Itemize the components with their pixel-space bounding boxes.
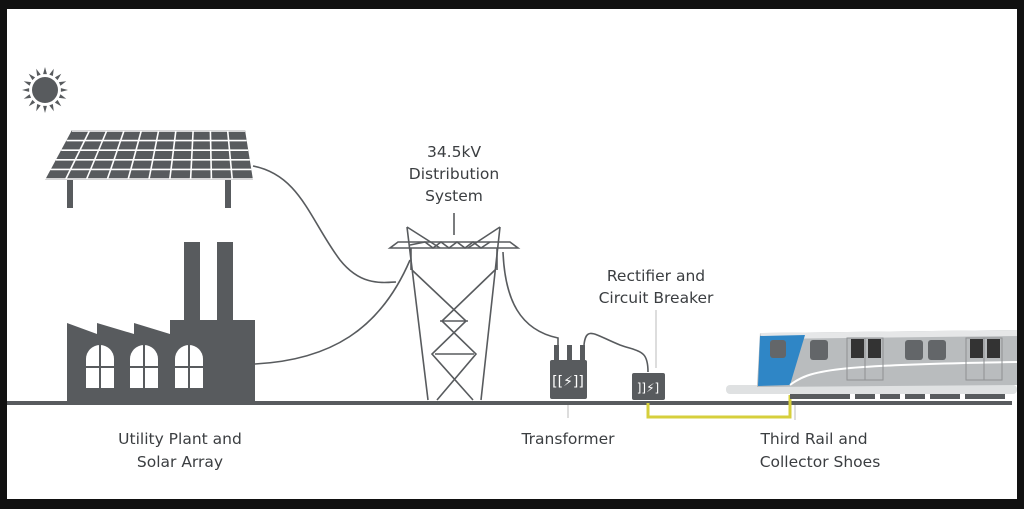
svg-text:[[⚡]]: [[⚡]] bbox=[552, 374, 584, 390]
rectifier-label-line1: Rectifier and bbox=[607, 267, 705, 285]
canvas bbox=[7, 9, 1017, 499]
distribution-label-line3: System bbox=[425, 187, 483, 205]
distribution-label-line1: 34.5kV bbox=[427, 143, 481, 161]
transformer-label: Transformer bbox=[520, 430, 615, 448]
distribution-label-line2: Distribution bbox=[409, 165, 499, 183]
transmission-tower-icon bbox=[387, 213, 521, 401]
utility-label-line2: Solar Array bbox=[137, 453, 223, 471]
factory-icon bbox=[67, 242, 255, 401]
svg-text:]]⚡]: ]]⚡] bbox=[637, 381, 659, 395]
third-rail-label-line2: Collector Shoes bbox=[760, 453, 881, 471]
solar-panel-icon bbox=[45, 130, 253, 208]
third-rail bbox=[646, 395, 792, 419]
third-rail-label-line1: Third Rail and bbox=[759, 430, 867, 448]
rectifier-icon: ]]⚡] bbox=[632, 310, 665, 400]
rectifier-label-line2: Circuit Breaker bbox=[599, 289, 714, 307]
sun-icon bbox=[22, 67, 68, 113]
ground-line bbox=[7, 401, 1012, 405]
transformer-icon: [[⚡]] bbox=[550, 345, 587, 418]
utility-label-line1: Utility Plant and bbox=[118, 430, 242, 448]
train-icon bbox=[726, 330, 1018, 399]
power-lines bbox=[252, 165, 649, 373]
